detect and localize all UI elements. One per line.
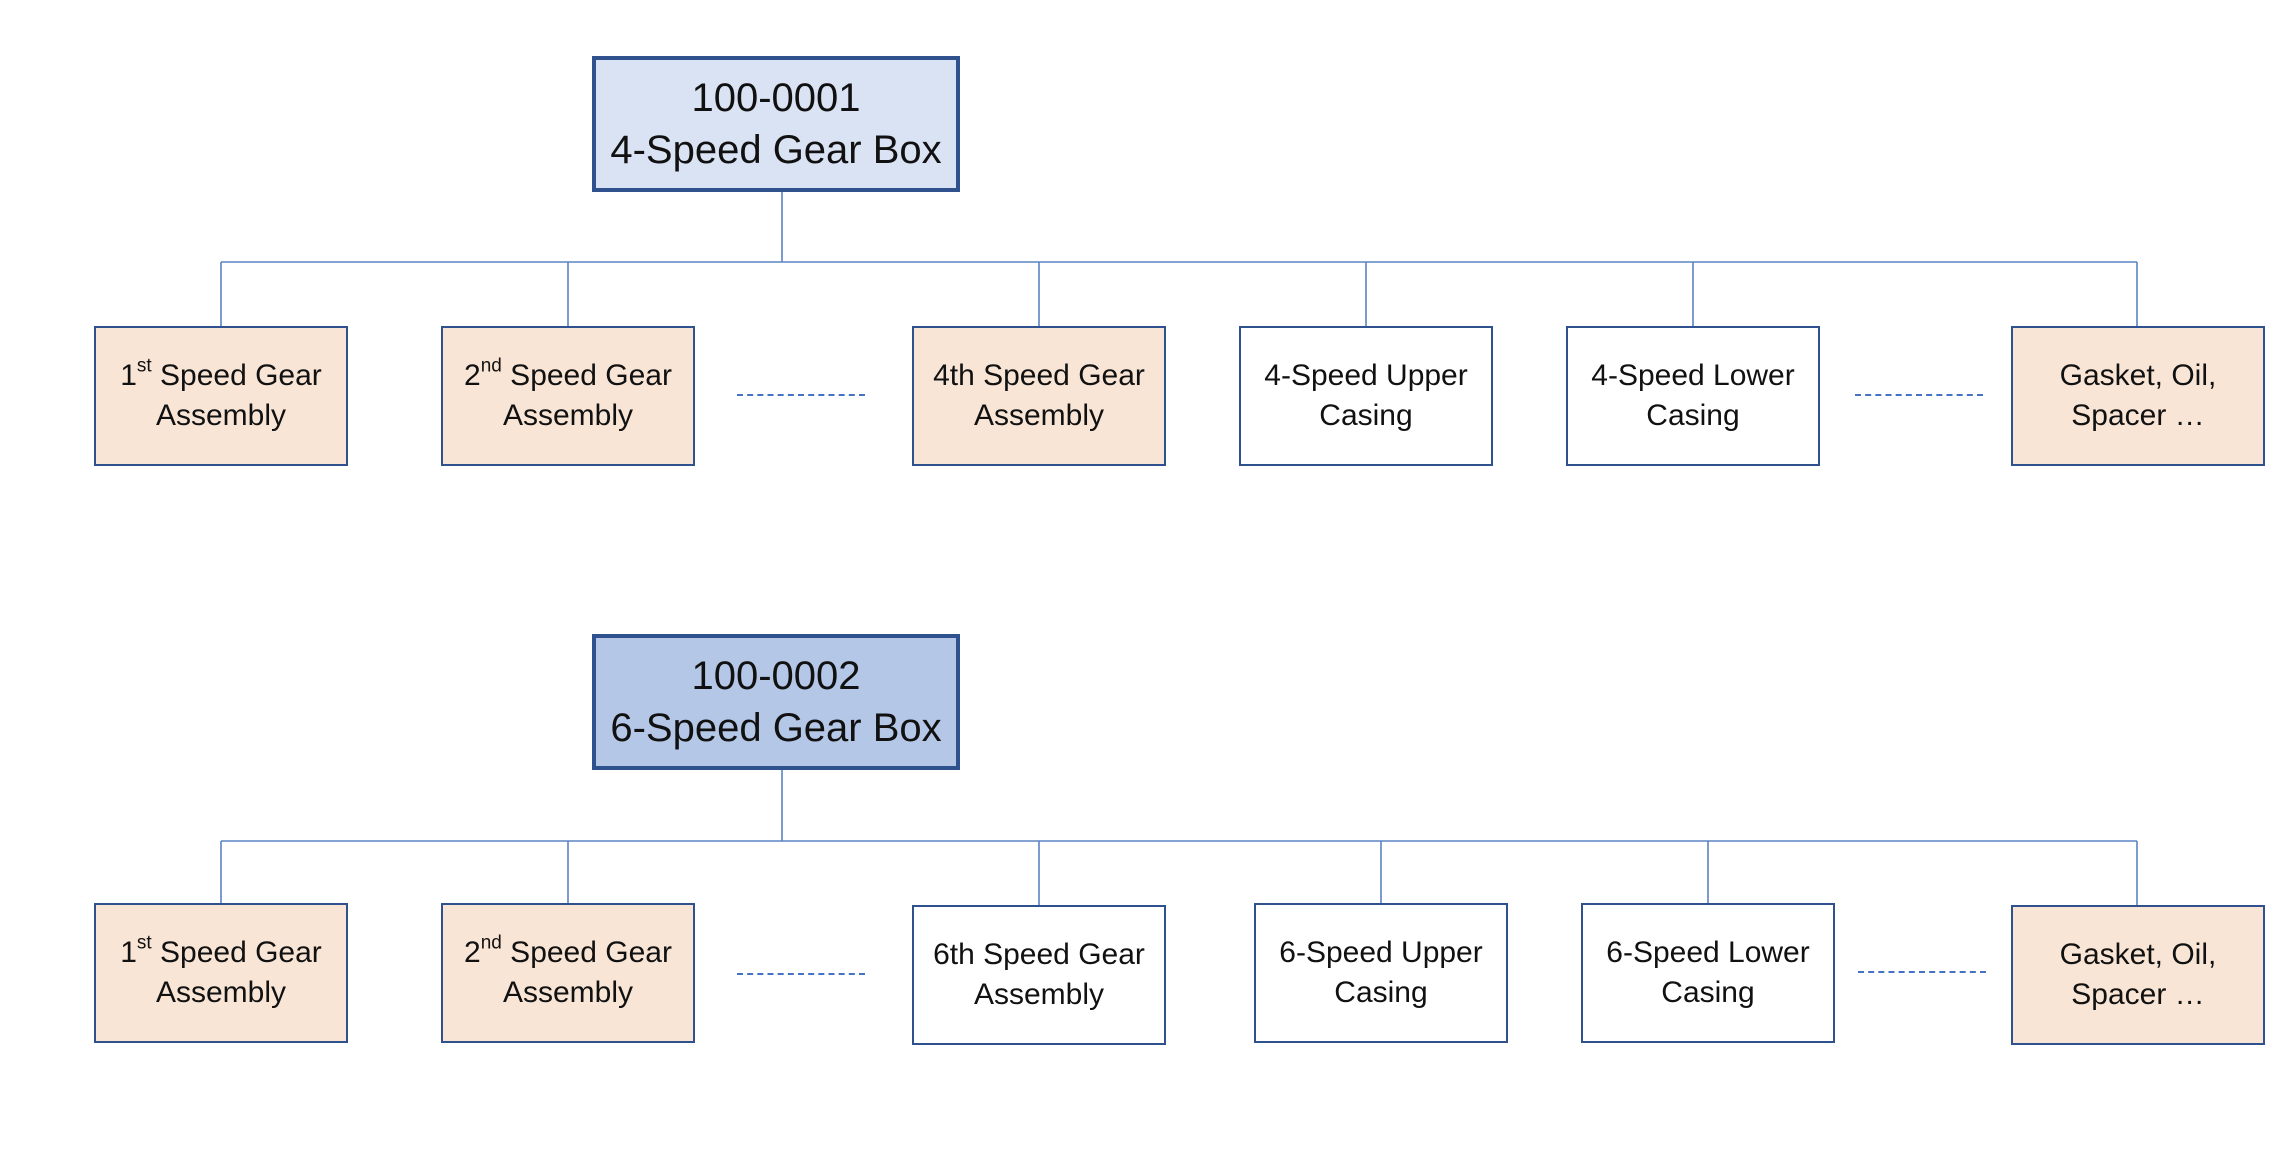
child-label-line1: 4th Speed Gear — [933, 359, 1145, 392]
child-label-line2: Assembly — [973, 399, 1105, 432]
child-label-line2: Casing — [1661, 976, 1755, 1009]
child-label-line2: Casing — [1646, 399, 1740, 432]
child-node-1st-speed-gear[interactable]: 1st Speed Gear Assembly — [94, 903, 348, 1043]
child-label-line2: Assembly — [502, 399, 634, 432]
child-node-gasket-oil-spacer[interactable]: Gasket, Oil, Spacer … — [2011, 326, 2265, 466]
child-label-line1: 6th Speed Gear — [933, 938, 1145, 971]
child-label-line2: Assembly — [155, 399, 287, 432]
child-label-line1: 2nd Speed Gear — [464, 355, 672, 392]
omitted-items-dash — [737, 973, 865, 975]
child-node-2nd-speed-gear[interactable]: 2nd Speed Gear Assembly — [441, 326, 695, 466]
child-label-line1: 2nd Speed Gear — [464, 932, 672, 969]
child-label-line1: 6-Speed Lower — [1606, 936, 1810, 969]
bom-tree-6-speed: 100-0002 6-Speed Gear Box 1st Speed Gear… — [0, 578, 2282, 1158]
child-label-line2: Casing — [1319, 399, 1413, 432]
child-label-line1: Gasket, Oil, — [2059, 359, 2217, 392]
child-node-6th-speed-gear[interactable]: 6th Speed Gear Assembly — [912, 905, 1166, 1045]
child-label-line2: Casing — [1334, 976, 1428, 1009]
tree-connectors — [220, 770, 2138, 905]
root-part-name: 4-Speed Gear Box — [610, 128, 942, 172]
root-node[interactable]: 100-0002 6-Speed Gear Box — [592, 634, 960, 770]
child-label-line2: Spacer … — [2071, 978, 2205, 1011]
omitted-items-dash — [1855, 394, 1983, 396]
child-label-line1: 4-Speed Upper — [1264, 359, 1468, 392]
child-label-line2: Assembly — [155, 976, 287, 1009]
child-label-line1: 4-Speed Lower — [1591, 359, 1795, 392]
child-node-upper-casing[interactable]: 6-Speed Upper Casing — [1254, 903, 1508, 1043]
child-label-line2: Spacer … — [2071, 399, 2205, 432]
child-node-4th-speed-gear[interactable]: 4th Speed Gear Assembly — [912, 326, 1166, 466]
child-node-upper-casing[interactable]: 4-Speed Upper Casing — [1239, 326, 1493, 466]
root-part-number: 100-0001 — [691, 76, 861, 120]
child-label-line2: Assembly — [973, 978, 1105, 1011]
child-node-gasket-oil-spacer[interactable]: Gasket, Oil, Spacer … — [2011, 905, 2265, 1045]
child-label-line2: Assembly — [502, 976, 634, 1009]
child-label-line1: 1st Speed Gear — [120, 355, 322, 392]
child-label-line1: 6-Speed Upper — [1279, 936, 1483, 969]
root-node[interactable]: 100-0001 4-Speed Gear Box — [592, 56, 960, 192]
tree-connectors — [220, 192, 2138, 326]
root-part-number: 100-0002 — [691, 654, 861, 698]
child-label-line1: 1st Speed Gear — [120, 932, 322, 969]
child-node-lower-casing[interactable]: 6-Speed Lower Casing — [1581, 903, 1835, 1043]
child-node-1st-speed-gear[interactable]: 1st Speed Gear Assembly — [94, 326, 348, 466]
root-part-name: 6-Speed Gear Box — [610, 706, 942, 750]
child-label-line1: Gasket, Oil, — [2059, 938, 2217, 971]
omitted-items-dash — [1858, 971, 1986, 973]
omitted-items-dash — [737, 394, 865, 396]
child-node-2nd-speed-gear[interactable]: 2nd Speed Gear Assembly — [441, 903, 695, 1043]
bom-tree-4-speed: 100-0001 4-Speed Gear Box 1st Speed Gear… — [0, 0, 2282, 580]
child-node-lower-casing[interactable]: 4-Speed Lower Casing — [1566, 326, 1820, 466]
